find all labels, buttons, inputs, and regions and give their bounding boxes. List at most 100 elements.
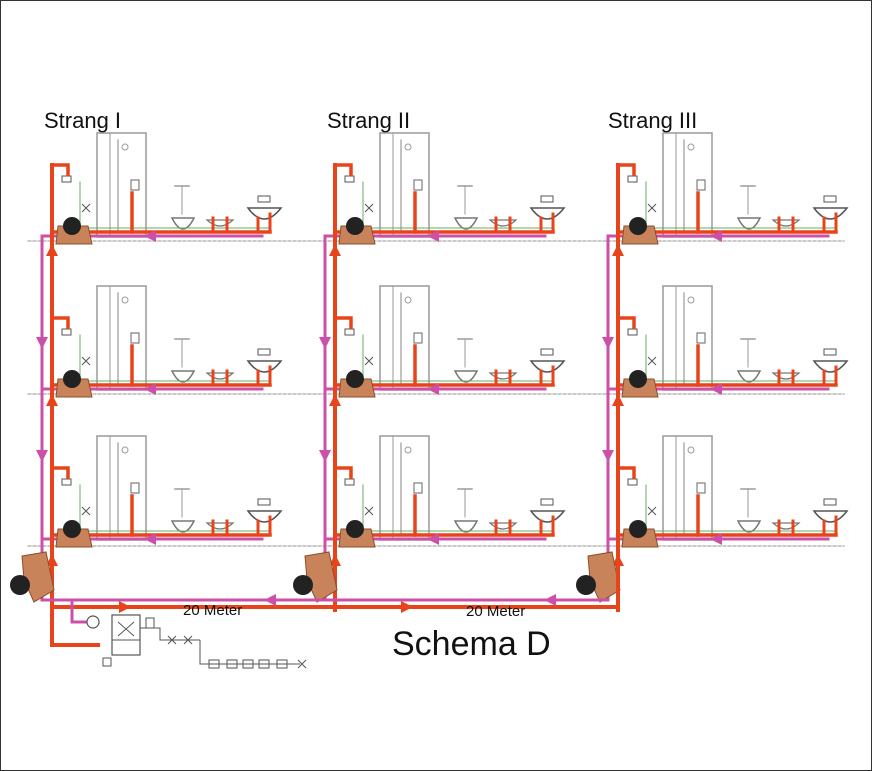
unit-s2-f3 (323, 435, 566, 548)
unit-s1-f1 (40, 132, 283, 245)
hot-riser-arrow-2-2 (329, 394, 341, 406)
basin-tap-icon (823, 348, 837, 356)
wc-bowl-icon (453, 520, 479, 533)
check-valve-icon (364, 506, 374, 516)
bidet-icon (488, 219, 518, 227)
unit-s3-f3 (606, 435, 849, 548)
valve-actuator-icon (63, 520, 81, 538)
safety-valve-icon (145, 617, 155, 629)
hot-riser-arrow-1-3 (46, 554, 58, 566)
bidet-icon (205, 372, 235, 380)
meter-icon (344, 478, 355, 486)
bidet-icon (205, 522, 235, 530)
shower-mixer-icon (130, 482, 140, 494)
check-valve-icon (81, 356, 91, 366)
supply-fitting-icon-3 (242, 659, 254, 669)
circulation-arrow (710, 533, 722, 545)
washbasin-icon (529, 360, 566, 373)
circulation-arrow (427, 383, 439, 395)
circulation-arrow (427, 533, 439, 545)
meter-icon (627, 328, 638, 336)
strand-valve-body (304, 551, 338, 603)
unit-s1-f3 (40, 435, 283, 548)
hot-riser-arrow-1-2 (46, 394, 58, 406)
circ-riser-arrow-2-2 (319, 450, 331, 462)
washbasin-icon (812, 207, 849, 220)
circulation-arrow (710, 230, 722, 242)
hot-riser-arrow-3-2 (612, 394, 624, 406)
basin-tap-icon (257, 348, 271, 356)
washbasin-icon (529, 207, 566, 220)
diagram-title: Schema D (392, 625, 551, 663)
bidet-icon (488, 522, 518, 530)
washbasin-icon (812, 510, 849, 523)
check-valve-icon (81, 506, 91, 516)
check-valve-icon (647, 356, 657, 366)
shower-head-icon (687, 296, 695, 304)
supply-line (199, 640, 300, 665)
shower-mixer-icon (696, 482, 706, 494)
strand-valve-1 (10, 551, 55, 603)
washbasin-icon (812, 360, 849, 373)
meter-icon (61, 478, 72, 486)
bidet-icon (771, 219, 801, 227)
main-distribution-pipes (40, 560, 620, 647)
supply-end-valve-icon (297, 659, 307, 669)
basin-tap-icon (823, 195, 837, 203)
strand-valve-handle-icon (293, 575, 313, 595)
bidet-icon (771, 372, 801, 380)
check-valve-icon (364, 203, 374, 213)
hot-riser-arrow-2-3 (329, 554, 341, 566)
circ-riser-arrow-2-1 (319, 337, 331, 349)
meter-icon (61, 328, 72, 336)
distance-label-1: 20 Meter (183, 602, 242, 619)
circ-riser-arrow-1-1 (36, 337, 48, 349)
shower-head-icon (404, 296, 412, 304)
wc-bowl-icon (170, 217, 196, 230)
unit-s2-f1 (323, 132, 566, 245)
bidet-icon (771, 522, 801, 530)
meter-icon (627, 478, 638, 486)
basin-tap-icon (257, 195, 271, 203)
wc-bowl-icon (736, 217, 762, 230)
basin-tap-icon (257, 498, 271, 506)
circ-riser-arrow-1-2 (36, 450, 48, 462)
check-valve-icon (81, 203, 91, 213)
supply-fitting-icon-2 (226, 659, 238, 669)
circulation-arrow (144, 533, 156, 545)
wc-bowl-icon (170, 370, 196, 383)
valve-actuator-icon (346, 520, 364, 538)
strand-label-2: Strang II (327, 108, 410, 133)
strand-valve-handle-icon (10, 575, 30, 595)
bidet-icon (488, 372, 518, 380)
hot-riser-arrow-2-1 (329, 244, 341, 256)
meter-icon (627, 175, 638, 183)
supply-fitting-icon-5 (276, 659, 288, 669)
shower-mixer-icon (696, 332, 706, 344)
strand-valve-body (21, 551, 55, 603)
strand-valve-3 (576, 551, 621, 603)
wc-bowl-icon (170, 520, 196, 533)
hot-main-to-heater (50, 610, 100, 647)
basin-tap-icon (540, 498, 554, 506)
shower-mixer-icon (696, 179, 706, 191)
shower-mixer-icon (413, 179, 423, 191)
inlet-valve-icon (167, 635, 177, 645)
riser-pipes (10, 163, 624, 612)
circulation-arrow (144, 230, 156, 242)
washbasin-icon (246, 207, 283, 220)
shower-head-icon (404, 143, 412, 151)
water-heater-tank (111, 614, 141, 656)
washbasin-icon (246, 360, 283, 373)
wc-bowl-icon (453, 370, 479, 383)
valve-actuator-icon (63, 370, 81, 388)
wc-bowl-icon (736, 370, 762, 383)
unit-s2-f2 (323, 285, 566, 398)
strand-label-1: Strang I (44, 108, 121, 133)
bidet-icon (205, 219, 235, 227)
check-valve-icon (364, 356, 374, 366)
circulation-main-arrow-2 (544, 594, 556, 606)
supply-fitting-icon-1 (208, 659, 220, 669)
